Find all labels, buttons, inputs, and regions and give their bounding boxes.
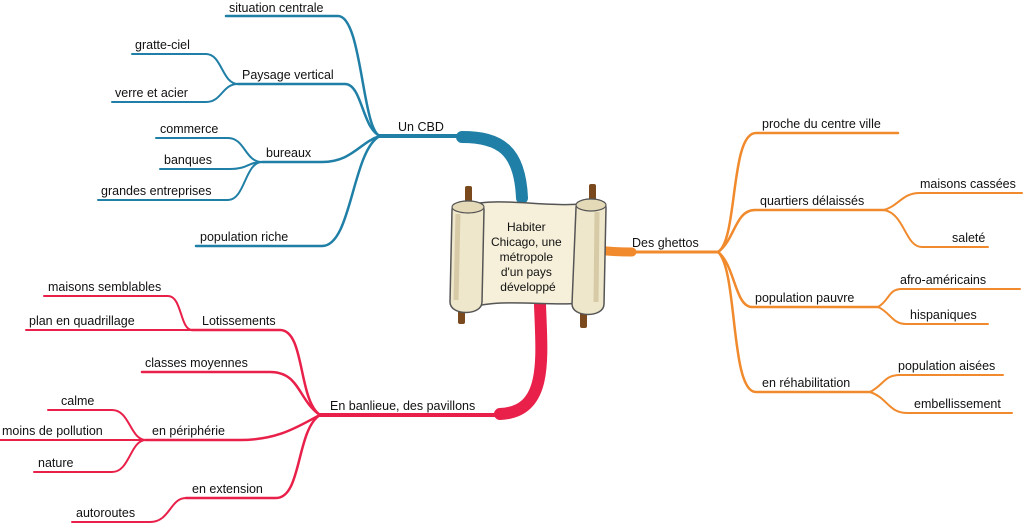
node-situation-centrale[interactable]: situation centrale bbox=[229, 1, 324, 15]
branch-banlieue bbox=[0, 295, 548, 523]
connector-afro bbox=[877, 288, 1021, 308]
connector-paysage bbox=[236, 82, 382, 138]
center-line-2: Chicago, une bbox=[491, 235, 562, 249]
labels-banlieue: En banlieue, des pavillons Lotissements … bbox=[2, 280, 475, 520]
center-scroll: Habiter Chicago, une métropole d'un pays… bbox=[449, 184, 607, 328]
node-commerce[interactable]: commerce bbox=[160, 122, 218, 136]
scroll-roll-left-top bbox=[451, 200, 485, 214]
node-en-peripherie[interactable]: en périphérie bbox=[152, 424, 225, 438]
node-gratte-ciel[interactable]: gratte-ciel bbox=[135, 38, 190, 52]
connector-salete bbox=[883, 209, 989, 248]
connector-bureaux bbox=[260, 134, 382, 164]
connector-banlieue-main bbox=[494, 299, 548, 420]
node-hispaniques[interactable]: hispaniques bbox=[910, 308, 977, 322]
node-quartiers-delaisses[interactable]: quartiers délaissés bbox=[760, 194, 864, 208]
node-proche-centre[interactable]: proche du centre ville bbox=[762, 117, 881, 131]
scroll-roll-right bbox=[571, 198, 607, 316]
center-line-3: métropole bbox=[500, 250, 554, 264]
center-title: Habiter Chicago, une métropole d'un pays… bbox=[491, 220, 565, 294]
node-nature[interactable]: nature bbox=[38, 456, 73, 470]
node-salete[interactable]: saleté bbox=[952, 231, 985, 245]
connector-autoroutes bbox=[71, 497, 187, 523]
node-bureaux[interactable]: bureaux bbox=[266, 146, 312, 160]
node-calme[interactable]: calme bbox=[61, 394, 94, 408]
connector-rehab bbox=[716, 250, 872, 394]
labels-ghettos: Des ghettos proche du centre ville quart… bbox=[632, 117, 1016, 411]
connector-maisons-cassees bbox=[883, 192, 1023, 211]
connector-hispaniques bbox=[877, 306, 989, 325]
scroll-roll-right-shade bbox=[593, 211, 600, 303]
connector-verre bbox=[111, 83, 239, 103]
node-ghettos[interactable]: Des ghettos bbox=[632, 236, 699, 250]
connector-pop-aisees bbox=[869, 374, 1004, 393]
node-grandes-entreprises[interactable]: grandes entreprises bbox=[101, 184, 211, 198]
connector-entreprises bbox=[97, 161, 263, 201]
connector-gratte bbox=[131, 53, 239, 85]
center-line-4: d'un pays bbox=[501, 265, 552, 279]
node-paysage-vertical[interactable]: Paysage vertical bbox=[242, 68, 334, 82]
node-banques[interactable]: banques bbox=[164, 153, 212, 167]
connector-commerce bbox=[155, 137, 263, 163]
connector-classes bbox=[140, 370, 322, 417]
node-maisons-semblables[interactable]: maisons semblables bbox=[48, 280, 161, 294]
node-population-riche[interactable]: population riche bbox=[200, 230, 288, 244]
node-maisons-cassees[interactable]: maisons cassées bbox=[920, 177, 1016, 191]
node-autoroutes[interactable]: autoroutes bbox=[76, 506, 135, 520]
connector-extension bbox=[184, 413, 322, 500]
connector-quartiers bbox=[716, 208, 886, 254]
connector-lotissements bbox=[190, 328, 322, 417]
node-plan-quadrillage[interactable]: plan en quadrillage bbox=[29, 314, 135, 328]
node-population-pauvre[interactable]: population pauvre bbox=[755, 291, 854, 305]
node-embellissement[interactable]: embellissement bbox=[914, 397, 1001, 411]
node-lotissements[interactable]: Lotissements bbox=[202, 314, 276, 328]
scroll-roll-right-top bbox=[575, 198, 607, 212]
scroll-roll-left-shade bbox=[453, 213, 461, 301]
labels-cbd: Un CBD situation centrale Paysage vertic… bbox=[101, 1, 444, 244]
node-en-extension[interactable]: en extension bbox=[192, 482, 263, 496]
connector-maisons-semblables bbox=[43, 295, 193, 331]
connector-cbd-main bbox=[456, 131, 528, 204]
node-population-aisees[interactable]: population aisées bbox=[898, 359, 995, 373]
node-verre-acier[interactable]: verre et acier bbox=[115, 86, 188, 100]
connector-peripherie bbox=[144, 413, 322, 442]
connector-nature bbox=[33, 439, 147, 473]
node-moins-pollution[interactable]: moins de pollution bbox=[2, 424, 103, 438]
connector-situation bbox=[224, 14, 382, 138]
connector-pop-riche bbox=[194, 134, 382, 248]
connector-calme bbox=[47, 409, 147, 441]
center-line-5: développé bbox=[500, 280, 556, 294]
node-classes-moyennes[interactable]: classes moyennes bbox=[145, 356, 248, 370]
node-afro-americains[interactable]: afro-américains bbox=[900, 273, 986, 287]
node-banlieue[interactable]: En banlieue, des pavillons bbox=[330, 399, 475, 413]
connector-embellissement bbox=[869, 391, 1013, 414]
node-cbd[interactable]: Un CBD bbox=[398, 120, 444, 134]
connector-proche bbox=[716, 131, 900, 254]
center-line-1: Habiter bbox=[507, 220, 546, 234]
branch-cbd bbox=[97, 14, 528, 248]
node-en-rehabilitation[interactable]: en réhabilitation bbox=[762, 376, 850, 390]
